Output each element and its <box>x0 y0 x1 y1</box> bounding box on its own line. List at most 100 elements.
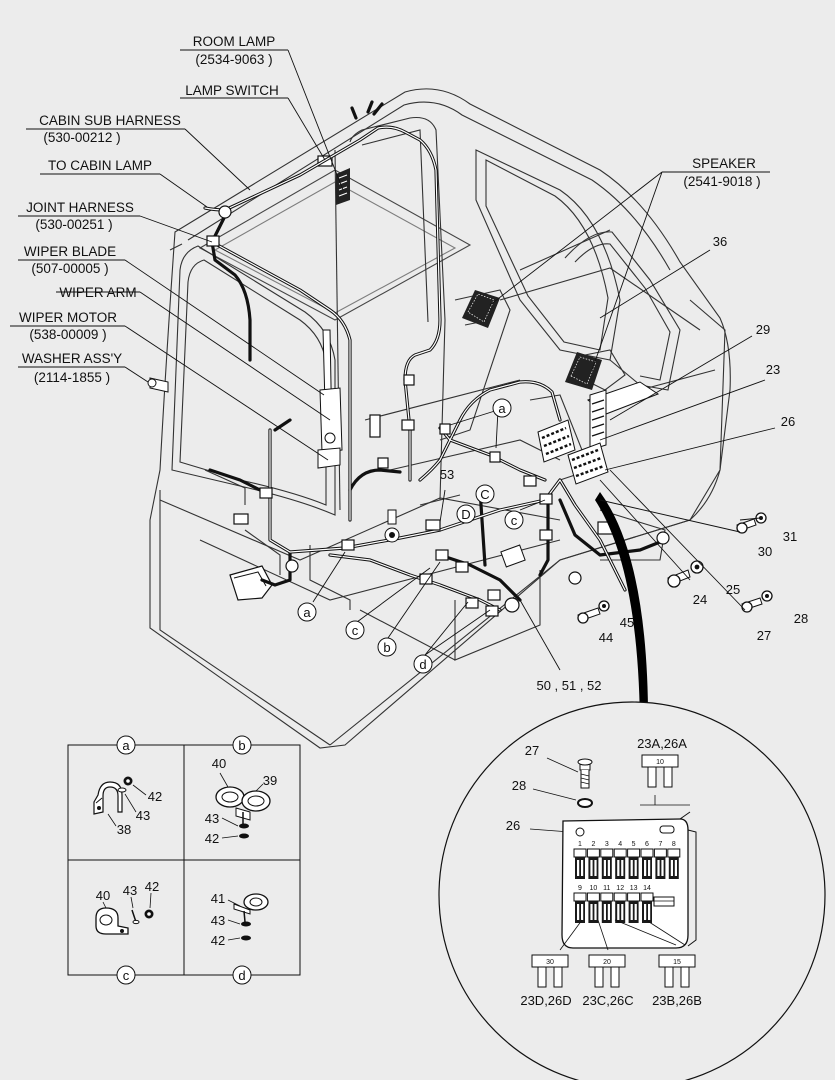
fuse-bottom-leaders <box>559 919 686 951</box>
fuse-bottom-c-label: 23C,26C <box>582 993 633 1008</box>
detail-c-letter: c <box>123 968 130 983</box>
fuse-bottom-b: 15 <box>658 954 696 988</box>
fuse-number-14: 14 <box>643 885 651 892</box>
speaker-left <box>462 290 500 328</box>
detail-d-part-43: 43 <box>211 913 225 928</box>
label-cabin-sub-harness-part: (530-00212 ) <box>43 130 120 145</box>
detail-a-clamp <box>93 776 147 827</box>
callout-26: 26 <box>781 414 795 429</box>
bolt-30-31 <box>736 512 767 534</box>
detail-c-clamp <box>95 892 154 935</box>
fuse-number-7: 7 <box>658 841 662 848</box>
washer-assy-part <box>147 377 169 393</box>
fuse-bottom-d-value: 30 <box>546 959 554 966</box>
callout-44: 44 <box>599 630 613 645</box>
relay-panel <box>537 381 660 485</box>
detail-d-clamp <box>227 893 269 941</box>
label-washer-assy-part: (2114-1855 ) <box>34 370 110 385</box>
detail-c-part-42: 42 <box>145 879 159 894</box>
label-cabin-sub-harness: CABIN SUB HARNESS <box>39 113 181 128</box>
fuse-number-2: 2 <box>591 841 595 848</box>
marker-D-upper: D <box>461 507 470 522</box>
fuse-top: 10 <box>641 754 679 788</box>
fuse-number-12: 12 <box>616 885 624 892</box>
fuse-slot-4: 4 <box>613 841 627 879</box>
callout-45: 45 <box>620 615 634 630</box>
detail-a-part-43: 43 <box>136 808 150 823</box>
fuse-bottom-c-value: 20 <box>603 959 611 966</box>
label-to-cabin-lamp: TO CABIN LAMP <box>48 158 152 173</box>
fuse-top-value: 10 <box>656 759 664 766</box>
fuse-bolt <box>529 757 593 833</box>
callout-36: 36 <box>713 234 727 249</box>
fuse-number-13: 13 <box>630 885 638 892</box>
detail-b-part-42: 42 <box>205 831 219 846</box>
harness-connectors <box>206 205 670 617</box>
speaker-right <box>565 352 602 390</box>
fuse-bottom-d: 30 <box>531 954 569 988</box>
bolt-24-25 <box>667 560 704 588</box>
main-labels: ROOM LAMP (2534-9063 ) LAMP SWITCH CABIN… <box>19 34 761 385</box>
marker-C-upper: C <box>480 487 489 502</box>
label-washer-assy: WASHER ASS'Y <box>22 351 122 366</box>
fuse-bottom-b-label: 23B,26B <box>652 993 702 1008</box>
cabin-frame <box>149 88 731 749</box>
bolt-27-28 <box>741 590 773 613</box>
fuse-number-6: 6 <box>645 841 649 848</box>
bolt-44-45 <box>577 600 610 624</box>
fuse-part-26: 26 <box>506 818 520 833</box>
fuse-spare-slot <box>653 896 675 907</box>
detail-a-letter: a <box>122 738 130 753</box>
callout-53: 53 <box>440 467 454 482</box>
detail-c-part-40: 40 <box>96 888 110 903</box>
detail-b-clamp <box>215 772 271 839</box>
wiper-blade-part <box>317 329 343 469</box>
fuse-slot-11: 11 <box>600 885 614 923</box>
detail-b-part-39: 39 <box>263 773 277 788</box>
callout-27: 27 <box>757 628 771 643</box>
label-wiper-motor: WIPER MOTOR <box>19 310 117 325</box>
fuse-number-1: 1 <box>578 841 582 848</box>
fuse-slot-12: 12 <box>613 885 627 923</box>
callout-numbers: 36 29 23 26 31 30 25 24 28 27 45 44 53 5… <box>440 234 808 693</box>
detail-b-letter: b <box>238 738 245 753</box>
marker-d-bottom: d <box>419 657 426 672</box>
fuse-slot-10: 10 <box>586 885 600 923</box>
leader-lines <box>10 49 776 671</box>
label-wiper-blade-part: (507-00005 ) <box>31 261 108 276</box>
callout-29: 29 <box>756 322 770 337</box>
marker-a-top: a <box>498 401 506 416</box>
marker-c-bottom: c <box>352 623 359 638</box>
fuse-number-11: 11 <box>603 885 610 892</box>
wire-harness-highlight <box>204 126 626 611</box>
fuse-slot-1: 1 <box>573 841 587 879</box>
fuse-slot-14: 14 <box>640 885 654 923</box>
fuse-block <box>561 811 697 949</box>
detail-b-part-40: 40 <box>212 756 226 771</box>
fuse-number-5: 5 <box>632 841 636 848</box>
label-wiper-arm: WIPER ARM <box>59 285 136 300</box>
detail-a-part-38: 38 <box>117 822 131 837</box>
fuse-bottom-d-label: 23D,26D <box>520 993 571 1008</box>
fuse-part-27: 27 <box>525 743 539 758</box>
fuse-number-8: 8 <box>672 841 676 848</box>
callout-25: 25 <box>726 582 740 597</box>
fuse-slot-8: 8 <box>667 841 681 879</box>
callout-31: 31 <box>783 529 797 544</box>
letter-markers <box>297 398 524 674</box>
label-room-lamp: ROOM LAMP <box>193 34 276 49</box>
label-wiper-blade: WIPER BLADE <box>24 244 116 259</box>
fuse-top-label: 23A,26A <box>637 736 687 751</box>
fuse-bottom-c: 20 <box>588 954 626 988</box>
fuse-slot-7: 7 <box>653 841 667 879</box>
detail-d-part-41: 41 <box>211 891 225 906</box>
fuse-slot-2: 2 <box>586 841 600 879</box>
fuse-slot-3: 3 <box>600 841 614 879</box>
callout-28: 28 <box>794 611 808 626</box>
fuse-slot-5: 5 <box>627 841 641 879</box>
clamp-detail-grid: a b c d 42 43 38 <box>67 735 301 985</box>
